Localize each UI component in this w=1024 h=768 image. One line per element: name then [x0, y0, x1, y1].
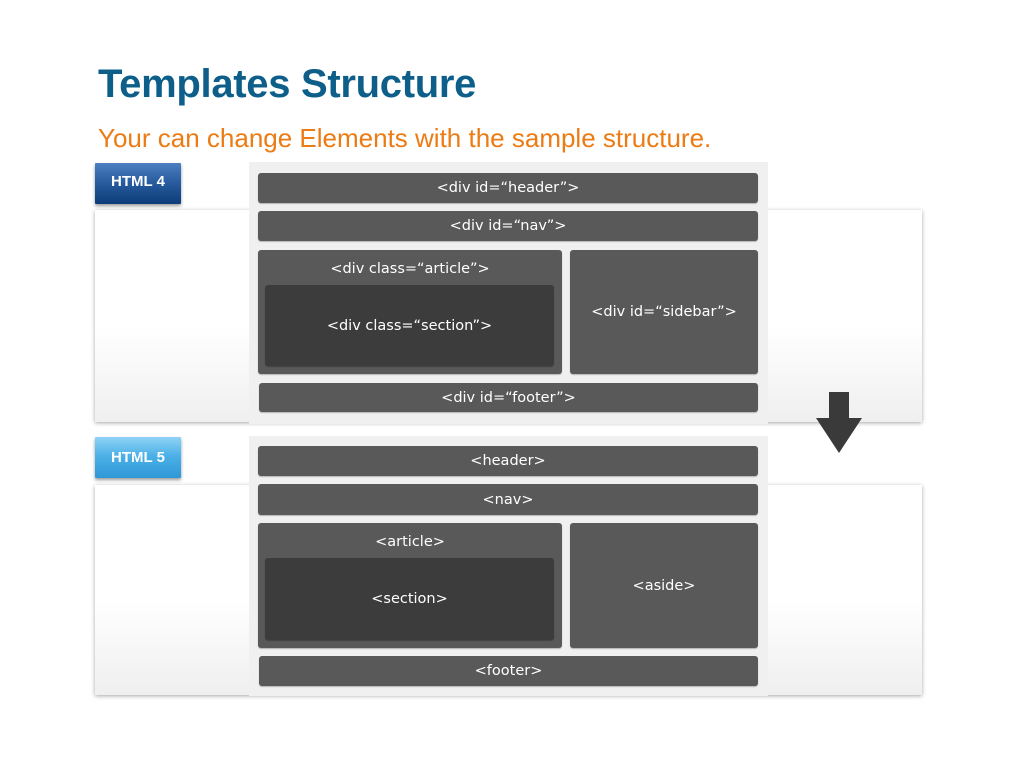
html5-section-box: <section>	[265, 558, 554, 640]
down-arrow-icon	[816, 392, 862, 453]
html4-article-label: <div class=“article”>	[330, 261, 490, 277]
html5-nav-box: <nav>	[258, 484, 758, 515]
html5-layout-panel: <header> <nav> <article> <section> <asid…	[249, 436, 768, 696]
html4-sidebar-box: <div id=“sidebar”>	[570, 250, 758, 374]
html4-article-box: <div class=“article”> <div class=“sectio…	[258, 250, 562, 374]
html5-aside-box: <aside>	[570, 523, 758, 648]
html5-article-box: <article> <section>	[258, 523, 562, 648]
html5-footer-box: <footer>	[259, 656, 758, 686]
html4-header-box: <div id=“header”>	[258, 173, 758, 203]
html4-section-box: <div class=“section”>	[265, 285, 554, 366]
html4-layout-panel: <div id=“header”> <div id=“nav”> <div cl…	[249, 162, 768, 424]
html5-header-box: <header>	[258, 446, 758, 476]
html4-footer-box: <div id=“footer”>	[259, 383, 758, 412]
slide-subtitle: Your can change Elements with the sample…	[98, 123, 712, 153]
html4-tag: HTML 4	[95, 163, 181, 204]
slide-title: Templates Structure	[98, 62, 477, 106]
html4-nav-box: <div id=“nav”>	[258, 211, 758, 241]
html5-article-label: <article>	[375, 534, 445, 550]
html5-tag: HTML 5	[95, 437, 181, 478]
